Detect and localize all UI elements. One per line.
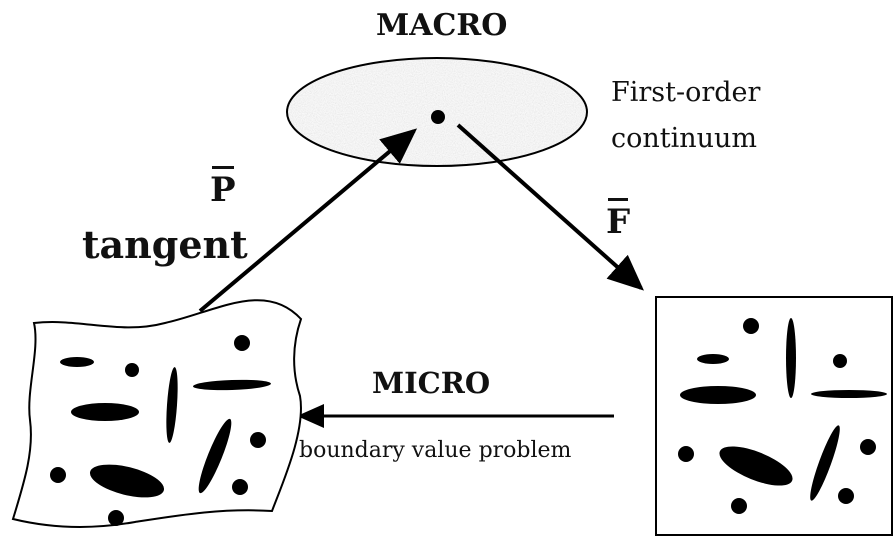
stress-symbol: P xyxy=(210,164,236,210)
reference-rve xyxy=(655,296,893,536)
tangent-label: tangent xyxy=(82,222,248,267)
inclusion xyxy=(680,386,756,404)
inclusion xyxy=(833,354,847,368)
inclusion xyxy=(811,390,887,398)
inclusion xyxy=(198,418,232,494)
inclusion xyxy=(232,479,248,495)
macro-title: MACRO xyxy=(376,8,508,43)
inclusion xyxy=(89,464,165,498)
macro-description-line1: First-order xyxy=(611,77,761,108)
inclusion xyxy=(71,403,139,421)
inclusion xyxy=(108,510,124,526)
inclusion xyxy=(810,425,840,501)
inclusion xyxy=(860,439,876,455)
stress-symbol-text: P xyxy=(210,164,236,210)
inclusion xyxy=(719,446,793,486)
inclusion xyxy=(60,357,94,367)
micro-subtitle: boundary value problem xyxy=(299,438,572,463)
arrow-micro-to-macro xyxy=(198,128,418,313)
inclusion xyxy=(678,446,694,462)
inclusion xyxy=(786,318,796,398)
inclusion xyxy=(166,367,178,443)
inclusion xyxy=(697,354,729,364)
deformed-rve xyxy=(11,299,303,529)
inclusion xyxy=(125,363,139,377)
macro-description: First-order continuum xyxy=(611,70,760,162)
arrow-macro-to-micro xyxy=(456,123,644,291)
deformation-gradient-symbol: F xyxy=(606,196,630,242)
inclusion xyxy=(234,335,250,351)
material-point xyxy=(431,110,445,124)
inclusion xyxy=(743,318,759,334)
inclusion xyxy=(838,488,854,504)
inclusion xyxy=(50,467,66,483)
inclusion xyxy=(193,379,271,391)
inclusion xyxy=(250,432,266,448)
inclusion xyxy=(731,498,747,514)
micro-title: MICRO xyxy=(372,366,491,400)
deformation-gradient-symbol-text: F xyxy=(606,196,630,242)
macro-description-line2: continuum xyxy=(611,123,758,154)
